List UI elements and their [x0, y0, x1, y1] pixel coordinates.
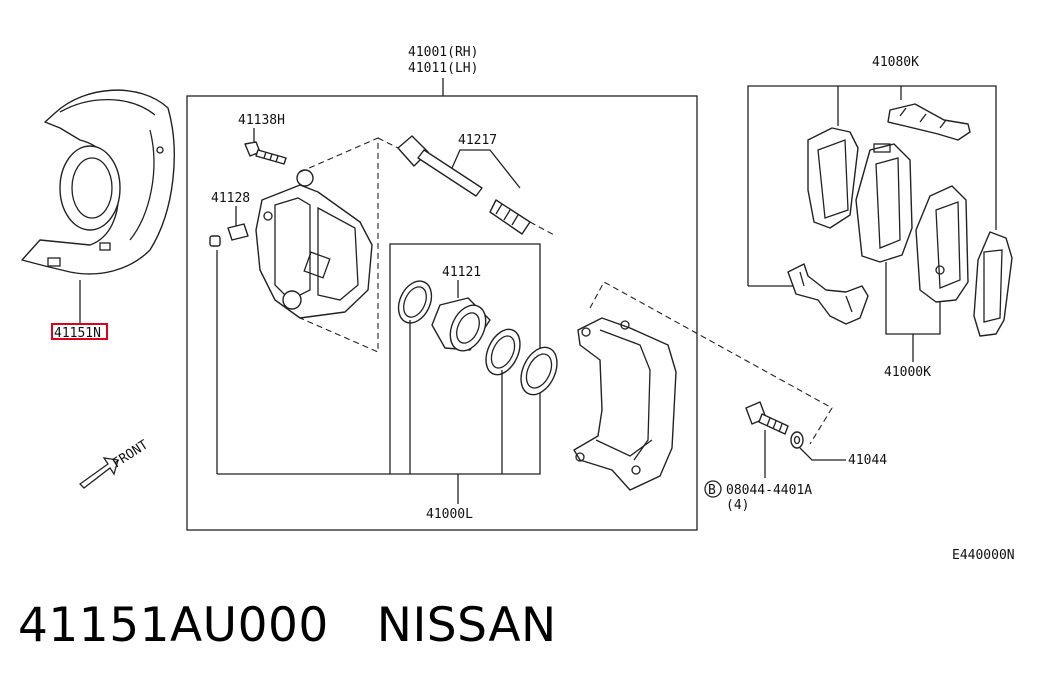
bleeder-41128-label[interactable]: 41128 — [211, 191, 250, 206]
piston-seal[interactable] — [392, 276, 438, 329]
pad-set-41000k-label[interactable]: 41000K — [884, 365, 931, 380]
slide-pin-sleeve[interactable] — [397, 135, 531, 235]
caption-part-number: 41151AU000 — [18, 598, 329, 653]
caliper-lh-label[interactable]: 41011(LH) — [408, 61, 478, 76]
bracket-bolt[interactable] — [745, 401, 789, 435]
baffle-part-label[interactable]: 41151N — [54, 326, 101, 341]
front-arrow-icon — [78, 457, 119, 489]
caliper-body[interactable] — [255, 169, 373, 319]
pad-clip-lower[interactable] — [787, 263, 869, 325]
dust-boot[interactable] — [479, 324, 526, 380]
bolt-part-number[interactable]: B 08044-4401A — [704, 480, 812, 498]
washer[interactable] — [790, 431, 804, 449]
boot-ring[interactable] — [514, 342, 564, 401]
pad-kit-41080k-label[interactable]: 41080K — [872, 55, 919, 70]
caption-brand: NISSAN — [376, 598, 557, 653]
pad-clip-upper[interactable] — [887, 103, 971, 141]
bleeder-screw[interactable] — [209, 223, 249, 247]
seal-kit-41000l-label[interactable]: 41000L — [426, 507, 473, 522]
sleeve-41217-label[interactable]: 41217 — [458, 133, 497, 148]
baffle-plate[interactable] — [21, 89, 175, 275]
baffle-label-highlight — [51, 323, 108, 340]
piston[interactable] — [431, 297, 493, 357]
brake-pad-inner[interactable] — [855, 143, 913, 263]
diagram-code: E440000N — [952, 548, 1015, 563]
washer-41044-label[interactable]: 41044 — [848, 453, 887, 468]
caliper-assembly-box — [186, 95, 698, 531]
bolt-part-label: 08044-4401A — [726, 483, 812, 498]
torque-member-bracket[interactable] — [573, 317, 677, 491]
front-label: FRONT — [110, 437, 151, 471]
caliper-bolt[interactable] — [244, 141, 287, 165]
bolt-qty-label: (4) — [726, 498, 749, 513]
caliper-rh-label[interactable]: 41001(RH) — [408, 45, 478, 60]
brake-pad-outer[interactable] — [915, 185, 969, 303]
pad-shim-outer[interactable] — [973, 231, 1013, 337]
part-caption: 41151AU000 NISSAN — [18, 598, 557, 653]
bolt-41138h-label[interactable]: 41138H — [238, 113, 285, 128]
anti-squeal-shim[interactable] — [807, 127, 859, 229]
piston-41121-label[interactable]: 41121 — [442, 265, 481, 280]
bolt-circle-letter: B — [708, 483, 716, 498]
